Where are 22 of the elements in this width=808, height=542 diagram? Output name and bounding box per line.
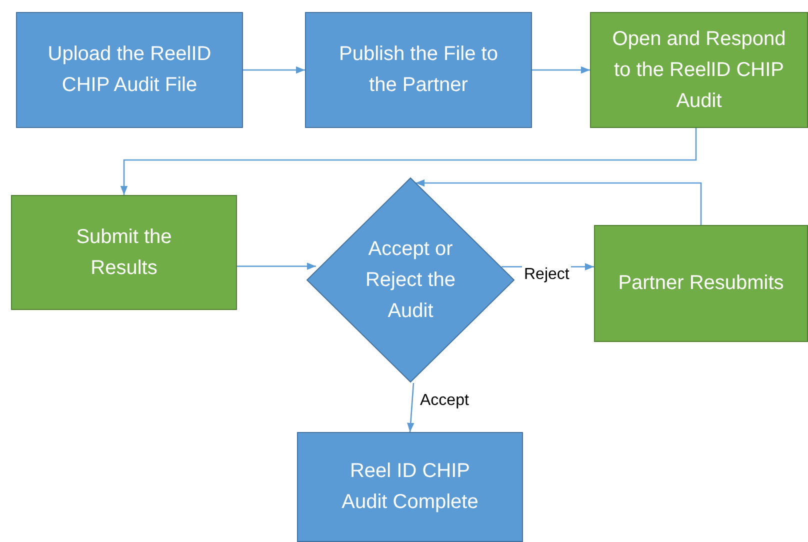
arrow bbox=[237, 262, 316, 270]
node-text: Publish the File to the Partner bbox=[338, 42, 499, 98]
edge-label: Accept bbox=[418, 392, 471, 410]
process-box bbox=[594, 225, 808, 342]
node-text: Upload the ReelID CHIP Audit File bbox=[47, 42, 212, 98]
edge-label: Reject bbox=[522, 266, 572, 284]
arrow bbox=[416, 179, 702, 225]
process-box bbox=[305, 12, 532, 128]
node-text: Submit the Results bbox=[75, 224, 173, 280]
arrow bbox=[243, 66, 305, 74]
node-text: Accept or Reject the Audit bbox=[364, 236, 457, 324]
node-text: Open and Respond to the ReelID CHIP Audit bbox=[611, 26, 787, 114]
process-box bbox=[297, 432, 523, 542]
node-text: Reel ID CHIP Audit Complete bbox=[340, 459, 480, 515]
arrow bbox=[407, 382, 414, 432]
decision-diamond bbox=[306, 177, 515, 383]
arrow bbox=[120, 128, 697, 195]
node-text: Partner Resubmits bbox=[618, 271, 784, 296]
process-box bbox=[590, 12, 808, 128]
arrow bbox=[532, 66, 590, 74]
process-box bbox=[16, 12, 243, 128]
process-box bbox=[11, 195, 237, 310]
